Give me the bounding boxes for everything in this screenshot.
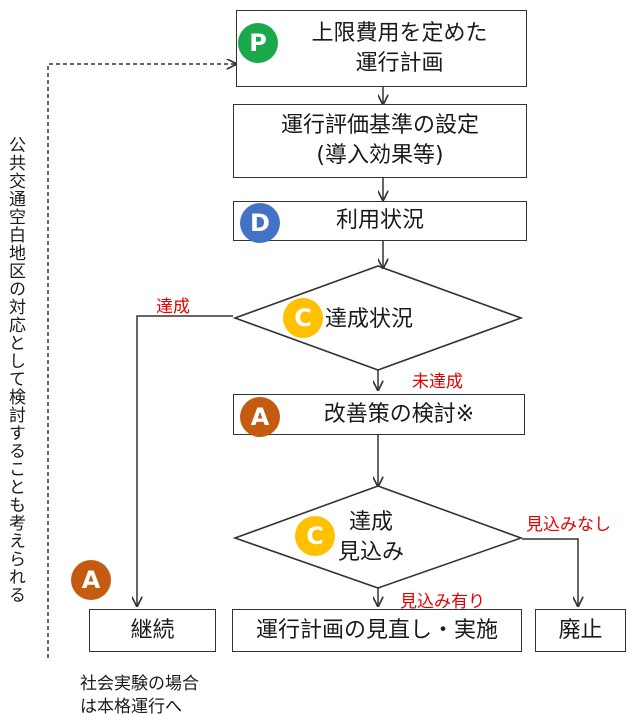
dashed-feedback-loop (47, 64, 236, 658)
improve-box: 改善策の検討※ (233, 394, 525, 435)
review-box-label: 運行計画の見直し・実施 (255, 617, 498, 643)
improve-a-badge: A (240, 397, 280, 437)
plan-box-label: 上限費用を定めた 運行計画 (311, 20, 488, 76)
criteria-box-label: 運行評価基準の設定 (導入効果等) (280, 113, 479, 168)
improve-box-label: 改善策の検討※ (323, 401, 475, 427)
abolish-box: 廃止 (535, 609, 626, 652)
arrow-achieved-continue (137, 315, 233, 606)
plan-p-badge: P (238, 23, 278, 63)
abolish-box-label: 廃止 (558, 617, 603, 643)
no-prospect-branch-label: 見込みなし (526, 515, 611, 535)
review-box: 運行計画の見直し・実施 (232, 609, 522, 652)
continue-box: 継続 (89, 609, 216, 652)
usage-d-badge: D (240, 203, 280, 243)
diamond-achievement (232, 265, 524, 371)
plan-box: 上限費用を定めた 運行計画 (236, 10, 527, 87)
continue-a-badge: A (71, 560, 111, 600)
footnote: 社会実験の場合 は本格運行へ (80, 674, 199, 717)
usage-box: 利用状況 (233, 201, 527, 241)
diamond-prospect (232, 485, 524, 589)
has-prospect-branch-label: 見込み有り (400, 592, 485, 612)
prospect-c-badge: C (295, 516, 335, 556)
usage-box-label: 利用状況 (335, 208, 424, 234)
achieved-branch-label: 達成 (156, 297, 190, 317)
prospect-decision-label: 達成 見込み (338, 510, 405, 565)
achievement-c-badge: C (283, 298, 323, 338)
criteria-box: 運行評価基準の設定 (導入効果等) (233, 104, 527, 178)
side-note-vertical: 公共交通空白地区の対応として検討することも考えられる (5, 136, 25, 604)
not-achieved-branch-label: 未達成 (412, 372, 463, 392)
arrow-no-prospect-abolish (522, 538, 578, 606)
continue-box-label: 継続 (130, 617, 175, 643)
achievement-decision-label: 達成状況 (325, 307, 414, 332)
